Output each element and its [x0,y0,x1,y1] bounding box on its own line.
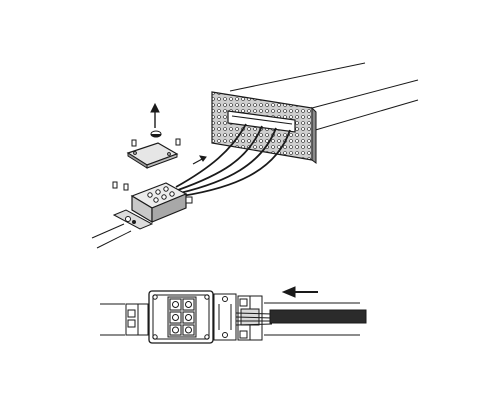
cover-screws [112,138,181,191]
top-view [100,286,367,344]
gland-plate-frame [211,91,317,164]
connector-cover [126,142,179,169]
isometric-view [91,62,419,249]
connector-top-view [148,290,214,344]
mounting-bracket [112,209,154,230]
right-bracket [213,293,237,341]
cable-jacket [269,309,367,324]
cables-iso [175,123,291,197]
contact-grid [169,298,195,336]
screw-symbol-icon [150,130,162,138]
cable-duct [229,62,419,134]
arrow-left-icon [281,286,318,298]
left-clamp [125,303,149,336]
cable-to-left [91,223,132,249]
connector-housing [130,182,193,224]
arrow-up-icon [150,102,160,128]
arrow-down-right-icon [192,155,207,165]
wires-top-view [235,312,273,326]
gland-opening [227,110,296,133]
